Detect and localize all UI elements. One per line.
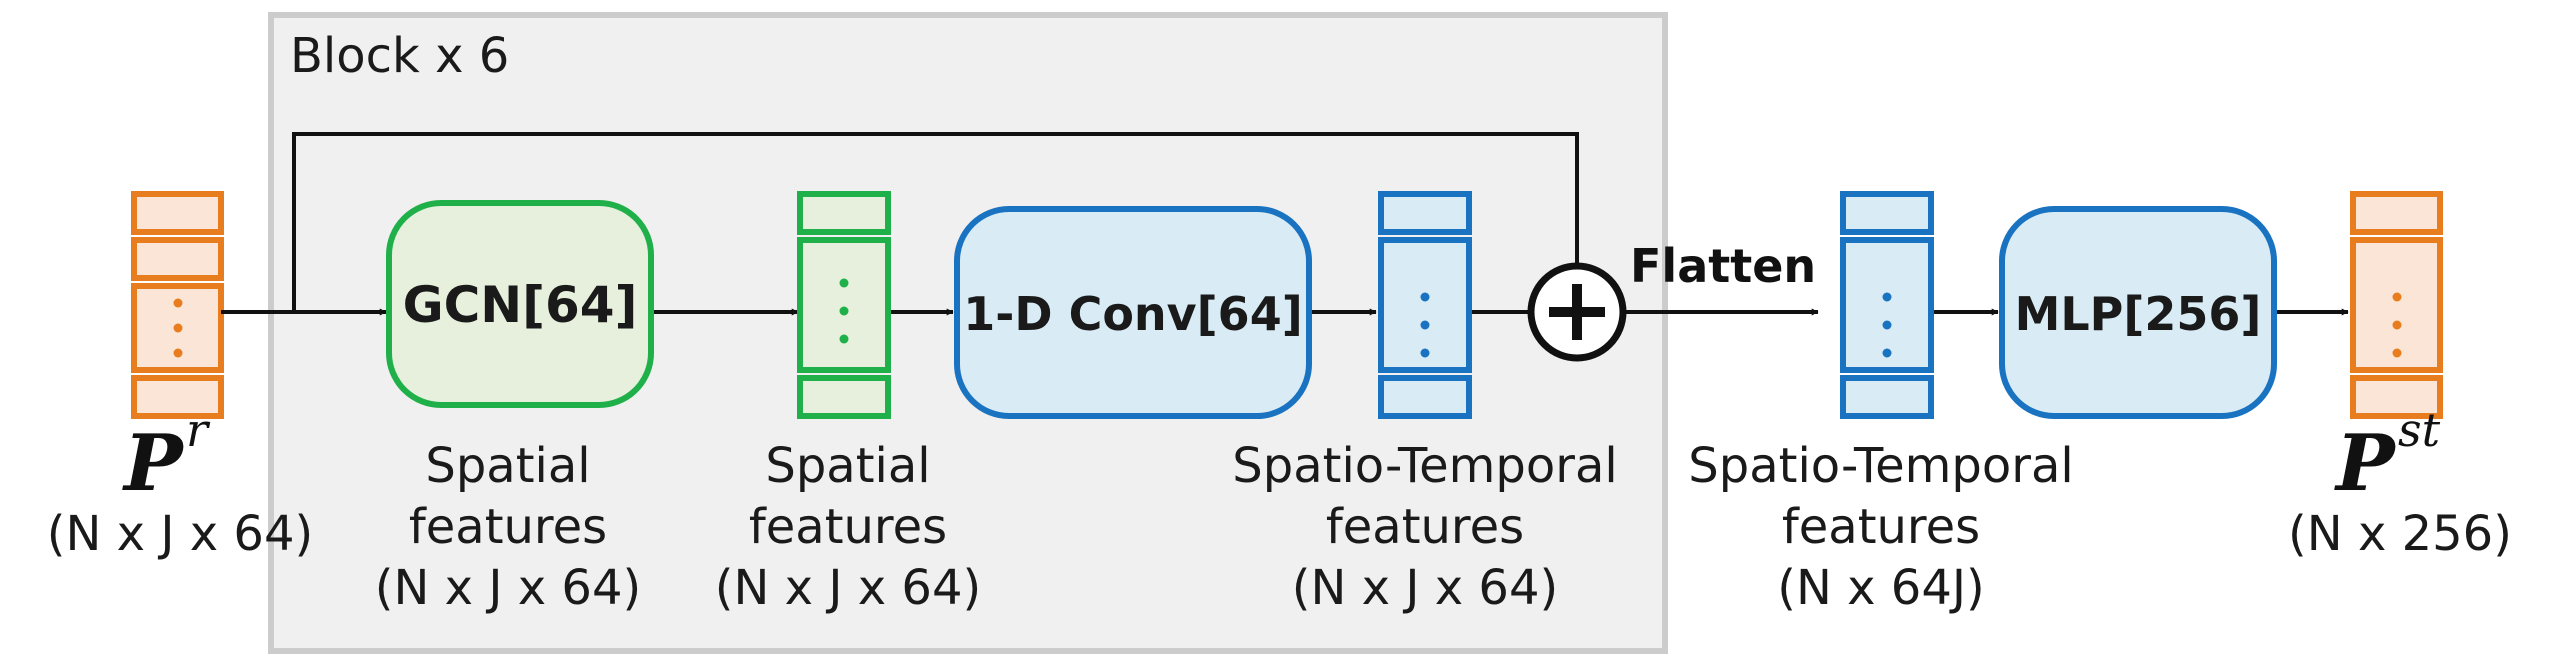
spatial-label-line1: Spatial: [765, 438, 930, 494]
circled-plus-icon: [1527, 262, 1627, 362]
conv-node: [954, 206, 1312, 419]
spatiotemporal-dots-icon: [1420, 292, 1430, 358]
flat-out-label-line2: features: [1782, 499, 1980, 555]
output-shape: (N x 256): [2288, 506, 2512, 562]
spatial-label-line2: features: [749, 499, 947, 555]
flat-out-label-line1: Spatio-Temporal: [1688, 438, 2073, 494]
input-vector: [131, 191, 224, 419]
conv-out-label-line1: Spatio-Temporal: [1232, 438, 1617, 494]
conv-label: 1-D Conv[64]: [963, 287, 1302, 341]
output-dots-icon: [2392, 292, 2402, 358]
conv-out-label-line2: features: [1326, 499, 1524, 555]
output-symbol: P: [2334, 418, 2397, 509]
spatial-dots-icon: [839, 278, 849, 344]
mlp-node: [1999, 206, 2277, 419]
spatiotemporal-vector: [1378, 191, 1472, 419]
spatial-shape: (N x J x 64): [715, 560, 981, 616]
gcn-node: [386, 200, 654, 408]
input-shape: (N x J x 64): [47, 506, 313, 562]
input-dots-icon: [173, 298, 183, 358]
input-symbol: P: [122, 418, 185, 509]
conv-out-shape: (N x J x 64): [1292, 560, 1558, 616]
output-superscript: st: [2398, 403, 2441, 457]
flat-out-shape: (N x 64J): [1777, 560, 1985, 616]
flattened-vector: [1840, 191, 1934, 419]
gcn-out-label-line2: features: [409, 499, 607, 555]
block-title: Block x 6: [290, 28, 509, 84]
gcn-label: GCN[64]: [403, 276, 638, 334]
flatten-label: Flatten: [1630, 239, 1816, 293]
skip-connection-arrow: [292, 132, 1581, 312]
mlp-label: MLP[256]: [2015, 287, 2262, 341]
spatial-features-vector: [797, 191, 891, 419]
gcn-out-label-line1: Spatial: [425, 438, 590, 494]
input-superscript: r: [186, 403, 211, 457]
flattened-dots-icon: [1882, 292, 1892, 358]
gcn-out-shape: (N x J x 64): [375, 560, 641, 616]
output-vector: [2350, 191, 2443, 419]
